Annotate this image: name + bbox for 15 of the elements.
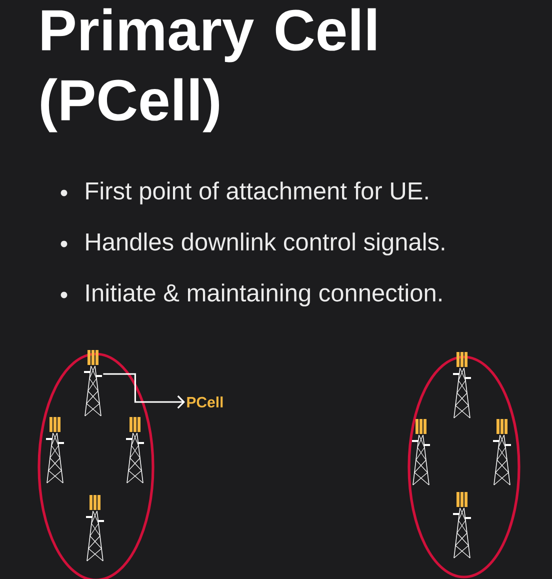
tower-drawing [86,495,104,562]
tower-drawing [46,417,64,484]
bullet-text: Initiate & maintaining connection. [60,284,442,306]
tower-drawing [493,419,511,486]
tower-drawing [84,350,102,416]
node-label: PCell [187,396,223,408]
bullet-text: First point of attachment for UE. [60,182,428,204]
tower-drawing [412,419,430,486]
tower-drawing [453,492,471,558]
tower-drawing [453,352,471,418]
title: Primary Cell (PCell) [41,8,376,132]
bullet-text: Handles downlink control signals. [60,232,444,256]
arrow [103,373,185,409]
tower-drawing [126,417,144,484]
cell-ellipse [408,356,520,578]
